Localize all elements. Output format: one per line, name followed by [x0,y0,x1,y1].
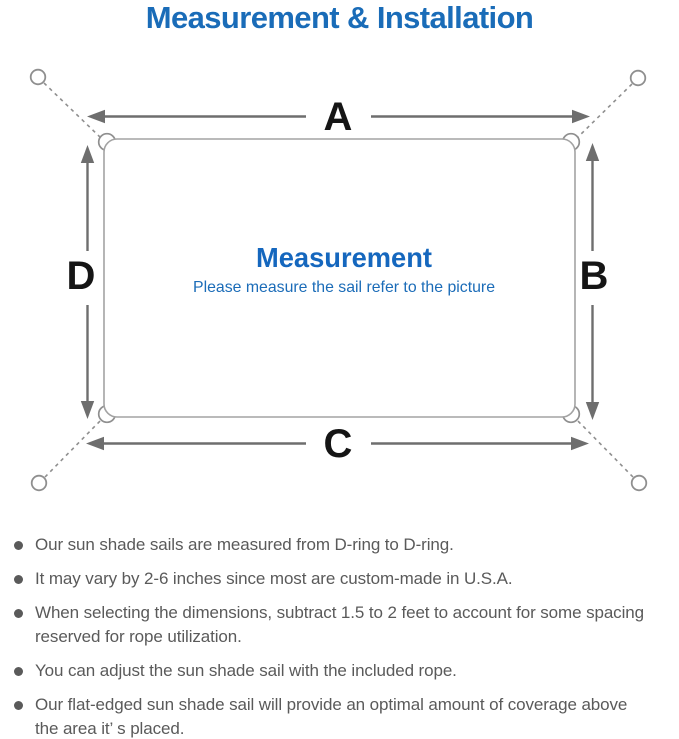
notes-list: Our sun shade sails are measured from D-… [0,533,675,739]
bullet-dot-icon [14,700,23,710]
anchor-circle-bottom-left [30,474,48,492]
note-text: Our flat-edged sun shade sail will provi… [35,695,628,738]
arrow-d-head-top [80,145,95,163]
list-item: Our flat-edged sun shade sail will provi… [0,693,675,739]
dimension-label-c: C [324,422,353,466]
sail-outline [103,138,576,418]
bullet-dot-icon [14,666,23,676]
arrow-d-head-bottom [80,401,95,419]
list-item: When selecting the dimensions, subtract … [0,601,675,649]
list-item: Our sun shade sails are measured from D-… [0,533,675,557]
arrow-b-head-bottom [585,402,600,420]
page-title: Measurement & Installation [145,0,534,35]
arrow-a-head-right [572,109,590,124]
list-item: You can adjust the sun shade sail with t… [0,659,675,683]
bullet-dot-icon [14,608,23,618]
anchor-circle-top-right [629,69,647,87]
note-text: It may vary by 2-6 inches since most are… [35,569,513,588]
arrow-heads [80,109,600,451]
note-text: Our sun shade sails are measured from D-… [35,535,454,554]
diagram-center-title: Measurement [256,242,432,273]
dimension-label-b: B [580,254,609,298]
arrow-b-head-top [585,143,600,161]
arrow-c-head-right [571,436,589,451]
anchor-circle-bottom-right [630,474,648,492]
arrow-a-head-left [87,109,105,124]
rope-top-left [43,82,103,140]
measurement-diagram: A B C D Measurement Please measure the s… [29,68,648,492]
rope-lines [43,82,634,478]
anchor-points [29,68,648,492]
dimension-label-d: D [67,254,96,298]
note-text: You can adjust the sun shade sail with t… [35,661,457,680]
diagram-center-subtitle: Please measure the sail refer to the pic… [193,279,495,296]
anchor-circle-top-left [29,68,47,86]
dimension-label-a: A [324,95,353,139]
dimension-letters: A B C D [67,95,609,466]
rope-top-right [575,83,633,140]
rope-bottom-right [575,418,634,478]
note-text: When selecting the dimensions, subtract … [35,603,644,646]
bullet-dot-icon [14,540,23,550]
list-item: It may vary by 2-6 inches since most are… [0,567,675,591]
rope-bottom-left [44,418,103,478]
dimension-arrows [86,115,594,445]
arrow-c-head-left [86,436,104,451]
bullet-dot-icon [14,574,23,584]
